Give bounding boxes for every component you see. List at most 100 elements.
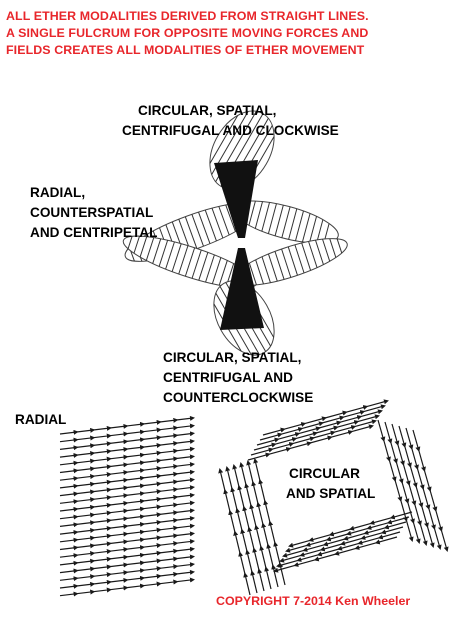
label-top-line-2: CENTRIFUGAL AND CLOCKWISE <box>122 123 339 138</box>
lobe-hatch <box>294 244 305 274</box>
label-left-line-3: AND CENTRIPETAL <box>30 225 158 240</box>
label-bottom-line-2: CENTRIFUGAL AND <box>163 370 293 385</box>
square-right-line <box>377 419 414 542</box>
lobe-hatch <box>145 237 155 261</box>
lobe-hatch <box>184 247 196 277</box>
square-right-line <box>384 421 421 544</box>
label-circ-line-1: CIRCULAR <box>289 466 360 481</box>
square-right-line <box>398 425 435 548</box>
square-left-line <box>239 462 272 590</box>
lobe-hatch <box>165 241 175 270</box>
lobe-hatch <box>315 240 324 265</box>
lobe-hatch <box>152 238 162 264</box>
radial-line <box>59 500 196 520</box>
lobe-hatch <box>255 259 264 285</box>
radial-line <box>59 546 196 566</box>
label-left-line-2: COUNTERSPATIAL <box>30 205 154 220</box>
radial-line <box>59 454 196 474</box>
radial-line <box>59 438 196 458</box>
circular-spatial-square <box>218 399 449 596</box>
lobe-hatch <box>184 216 198 249</box>
lobe-hatch <box>281 248 292 278</box>
radial-line-field <box>59 415 196 597</box>
square-left-line <box>253 458 286 586</box>
radial-line <box>59 477 196 497</box>
label-bottom-line-1: CIRCULAR, SPATIAL, <box>163 350 302 365</box>
radial-line <box>59 446 196 466</box>
lobe-hatch <box>218 260 228 286</box>
lobe-hatch <box>171 243 182 272</box>
lobe-hatch <box>274 251 285 280</box>
radial-line <box>59 539 196 559</box>
label-left-line-1: RADIAL, <box>30 185 86 200</box>
radial-line <box>59 508 196 528</box>
square-right-line <box>391 423 428 546</box>
lobe-hatch <box>225 204 236 232</box>
fulcrum-figure <box>122 110 348 356</box>
lobe-hatch <box>287 246 298 276</box>
lobe-hatch <box>178 245 189 275</box>
radial-line <box>59 469 196 489</box>
square-right-line <box>405 427 442 550</box>
lobe-hatch <box>316 219 324 244</box>
radial-line <box>59 485 196 505</box>
lobe-hatch <box>281 206 291 238</box>
lobe-hatch <box>248 200 256 226</box>
radial-line <box>59 523 196 543</box>
cone-bottom <box>220 248 264 330</box>
lobe-hatch <box>309 216 318 243</box>
lobe-hatch <box>191 249 202 279</box>
header-line-1: ALL ETHER MODALITIES DERIVED FROM STRAIG… <box>6 9 369 23</box>
lobe-hatch <box>205 254 215 283</box>
square-left-line <box>218 468 251 596</box>
square-right-line <box>412 429 449 552</box>
lobe-hatch <box>204 209 217 242</box>
label-circular-spatial: CIRCULAR AND SPATIAL <box>286 464 376 504</box>
lobe-hatch <box>211 208 224 239</box>
lobe-left-lower <box>122 235 258 289</box>
lobe-hatch <box>261 202 271 232</box>
label-bottom-line-3: COUNTERCLOCKWISE <box>163 390 314 405</box>
lobe-hatch <box>274 204 284 236</box>
label-radial-centripetal: RADIAL, COUNTERSPATIAL AND CENTRIPETAL <box>30 183 157 243</box>
lobe-hatch <box>301 242 312 271</box>
label-circ-line-2: AND SPATIAL <box>286 486 376 501</box>
radial-line <box>59 554 196 574</box>
copyright-text: COPYRIGHT 7-2014 Ken Wheeler <box>216 594 411 608</box>
lobe-hatch <box>329 238 337 258</box>
lobe-hatch <box>267 203 277 234</box>
lobe-hatch <box>267 253 278 282</box>
square-left-line <box>225 466 258 594</box>
lobe-hatch <box>301 213 311 242</box>
header-line-2: A SINGLE FULCRUM FOR OPPOSITE MOVING FOR… <box>6 26 369 40</box>
radial-line <box>59 462 196 482</box>
lobe-hatch <box>295 210 304 241</box>
lobe-hatch <box>211 257 222 284</box>
radial-line <box>59 415 196 435</box>
square-bottom-line <box>273 536 398 573</box>
lobe-hatch <box>158 240 169 267</box>
lobe-hatch <box>322 239 331 262</box>
lobe-hatch <box>254 201 264 229</box>
lobe-hatch <box>133 235 140 254</box>
radial-line <box>59 423 196 443</box>
radial-line <box>59 492 196 512</box>
label-top-line-1: CIRCULAR, SPATIAL, <box>138 103 277 118</box>
lobe-hatch <box>191 214 204 247</box>
lobe-hatch <box>127 236 133 249</box>
label-circular-clockwise: CIRCULAR, SPATIAL, CENTRIFUGAL AND CLOCK… <box>122 101 339 141</box>
header-text: ALL ETHER MODALITIES DERIVED FROM STRAIG… <box>6 8 458 59</box>
lobe-hatch <box>139 236 148 258</box>
lobe-hatch <box>248 263 257 286</box>
label-radial: RADIAL <box>15 412 67 427</box>
lobe-hatch <box>209 115 239 164</box>
lobe-hatch <box>261 256 271 283</box>
lobe-hatch <box>198 252 209 281</box>
radial-line <box>59 569 196 589</box>
cone-top <box>214 160 258 238</box>
header-line-3: FIELDS CREATES ALL MODALITIES OF ETHER M… <box>6 43 365 57</box>
label-circular-counterclockwise: CIRCULAR, SPATIAL, CENTRIFUGAL AND COUNT… <box>163 348 313 408</box>
square-left-line <box>246 460 279 588</box>
lobe-hatch <box>288 208 298 240</box>
